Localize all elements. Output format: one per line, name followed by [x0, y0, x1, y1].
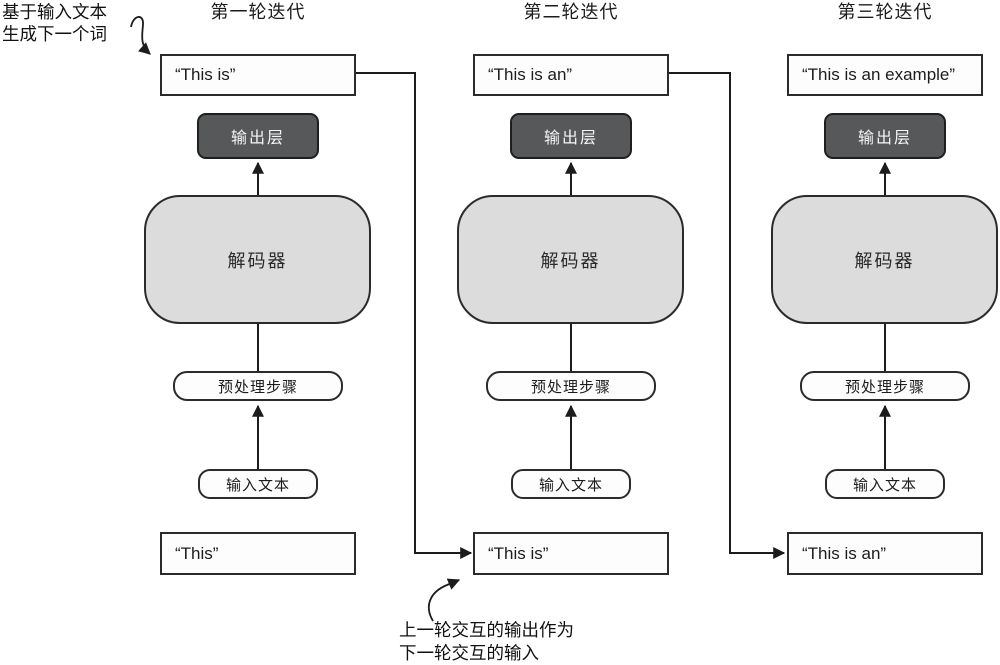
annotation-arrow-bottom — [428, 578, 461, 622]
decoder-box-3: 解码器 — [771, 195, 998, 324]
annotation-top-left: 基于输入文本 生成下一个词 — [2, 1, 107, 45]
column-title-2: 第二轮迭代 — [523, 2, 619, 22]
annotation-bottom-line2: 下一轮交互的输入 — [399, 643, 539, 663]
input-text-box-3: 输入文本 — [825, 469, 945, 499]
output-layer-box-3: 输出层 — [824, 113, 946, 159]
iteration-column-2: 第二轮迭代 “This is an” 输出层 解码器 预处理步骤 输入文本 “T… — [456, 0, 686, 665]
output-layer-box-2: 输出层 — [510, 113, 632, 159]
column-title-1: 第一轮迭代 — [210, 2, 306, 22]
bottom-input-box-2: “This is” — [473, 532, 669, 575]
generated-text-box-3: “This is an example” — [787, 54, 983, 96]
annotation-bottom: 上一轮交互的输出作为 下一轮交互的输入 — [399, 619, 574, 665]
bottom-input-box-1: “This” — [160, 532, 356, 575]
annotation-top-left-line2: 生成下一个词 — [2, 24, 107, 44]
iteration-column-3: 第三轮迭代 “This is an example” 输出层 解码器 预处理步骤… — [770, 0, 1000, 665]
annotation-top-left-line1: 基于输入文本 — [2, 2, 107, 22]
preprocess-box-2: 预处理步骤 — [486, 371, 656, 401]
preprocess-box-1: 预处理步骤 — [173, 371, 343, 401]
decoder-box-1: 解码器 — [144, 195, 371, 324]
generated-text-box-2: “This is an” — [473, 54, 669, 96]
bottom-input-box-3: “This is an” — [787, 532, 983, 575]
column-title-3: 第三轮迭代 — [837, 2, 933, 22]
annotation-bottom-line1: 上一轮交互的输出作为 — [399, 620, 574, 640]
iteration-column-1: 第一轮迭代 “This is” 输出层 解码器 预处理步骤 输入文本 “This… — [143, 0, 373, 665]
decoder-box-2: 解码器 — [457, 195, 684, 324]
generated-text-box-1: “This is” — [160, 54, 356, 96]
preprocess-box-3: 预处理步骤 — [800, 371, 970, 401]
output-layer-box-1: 输出层 — [197, 113, 319, 159]
input-text-box-1: 输入文本 — [198, 469, 318, 499]
input-text-box-2: 输入文本 — [511, 469, 631, 499]
